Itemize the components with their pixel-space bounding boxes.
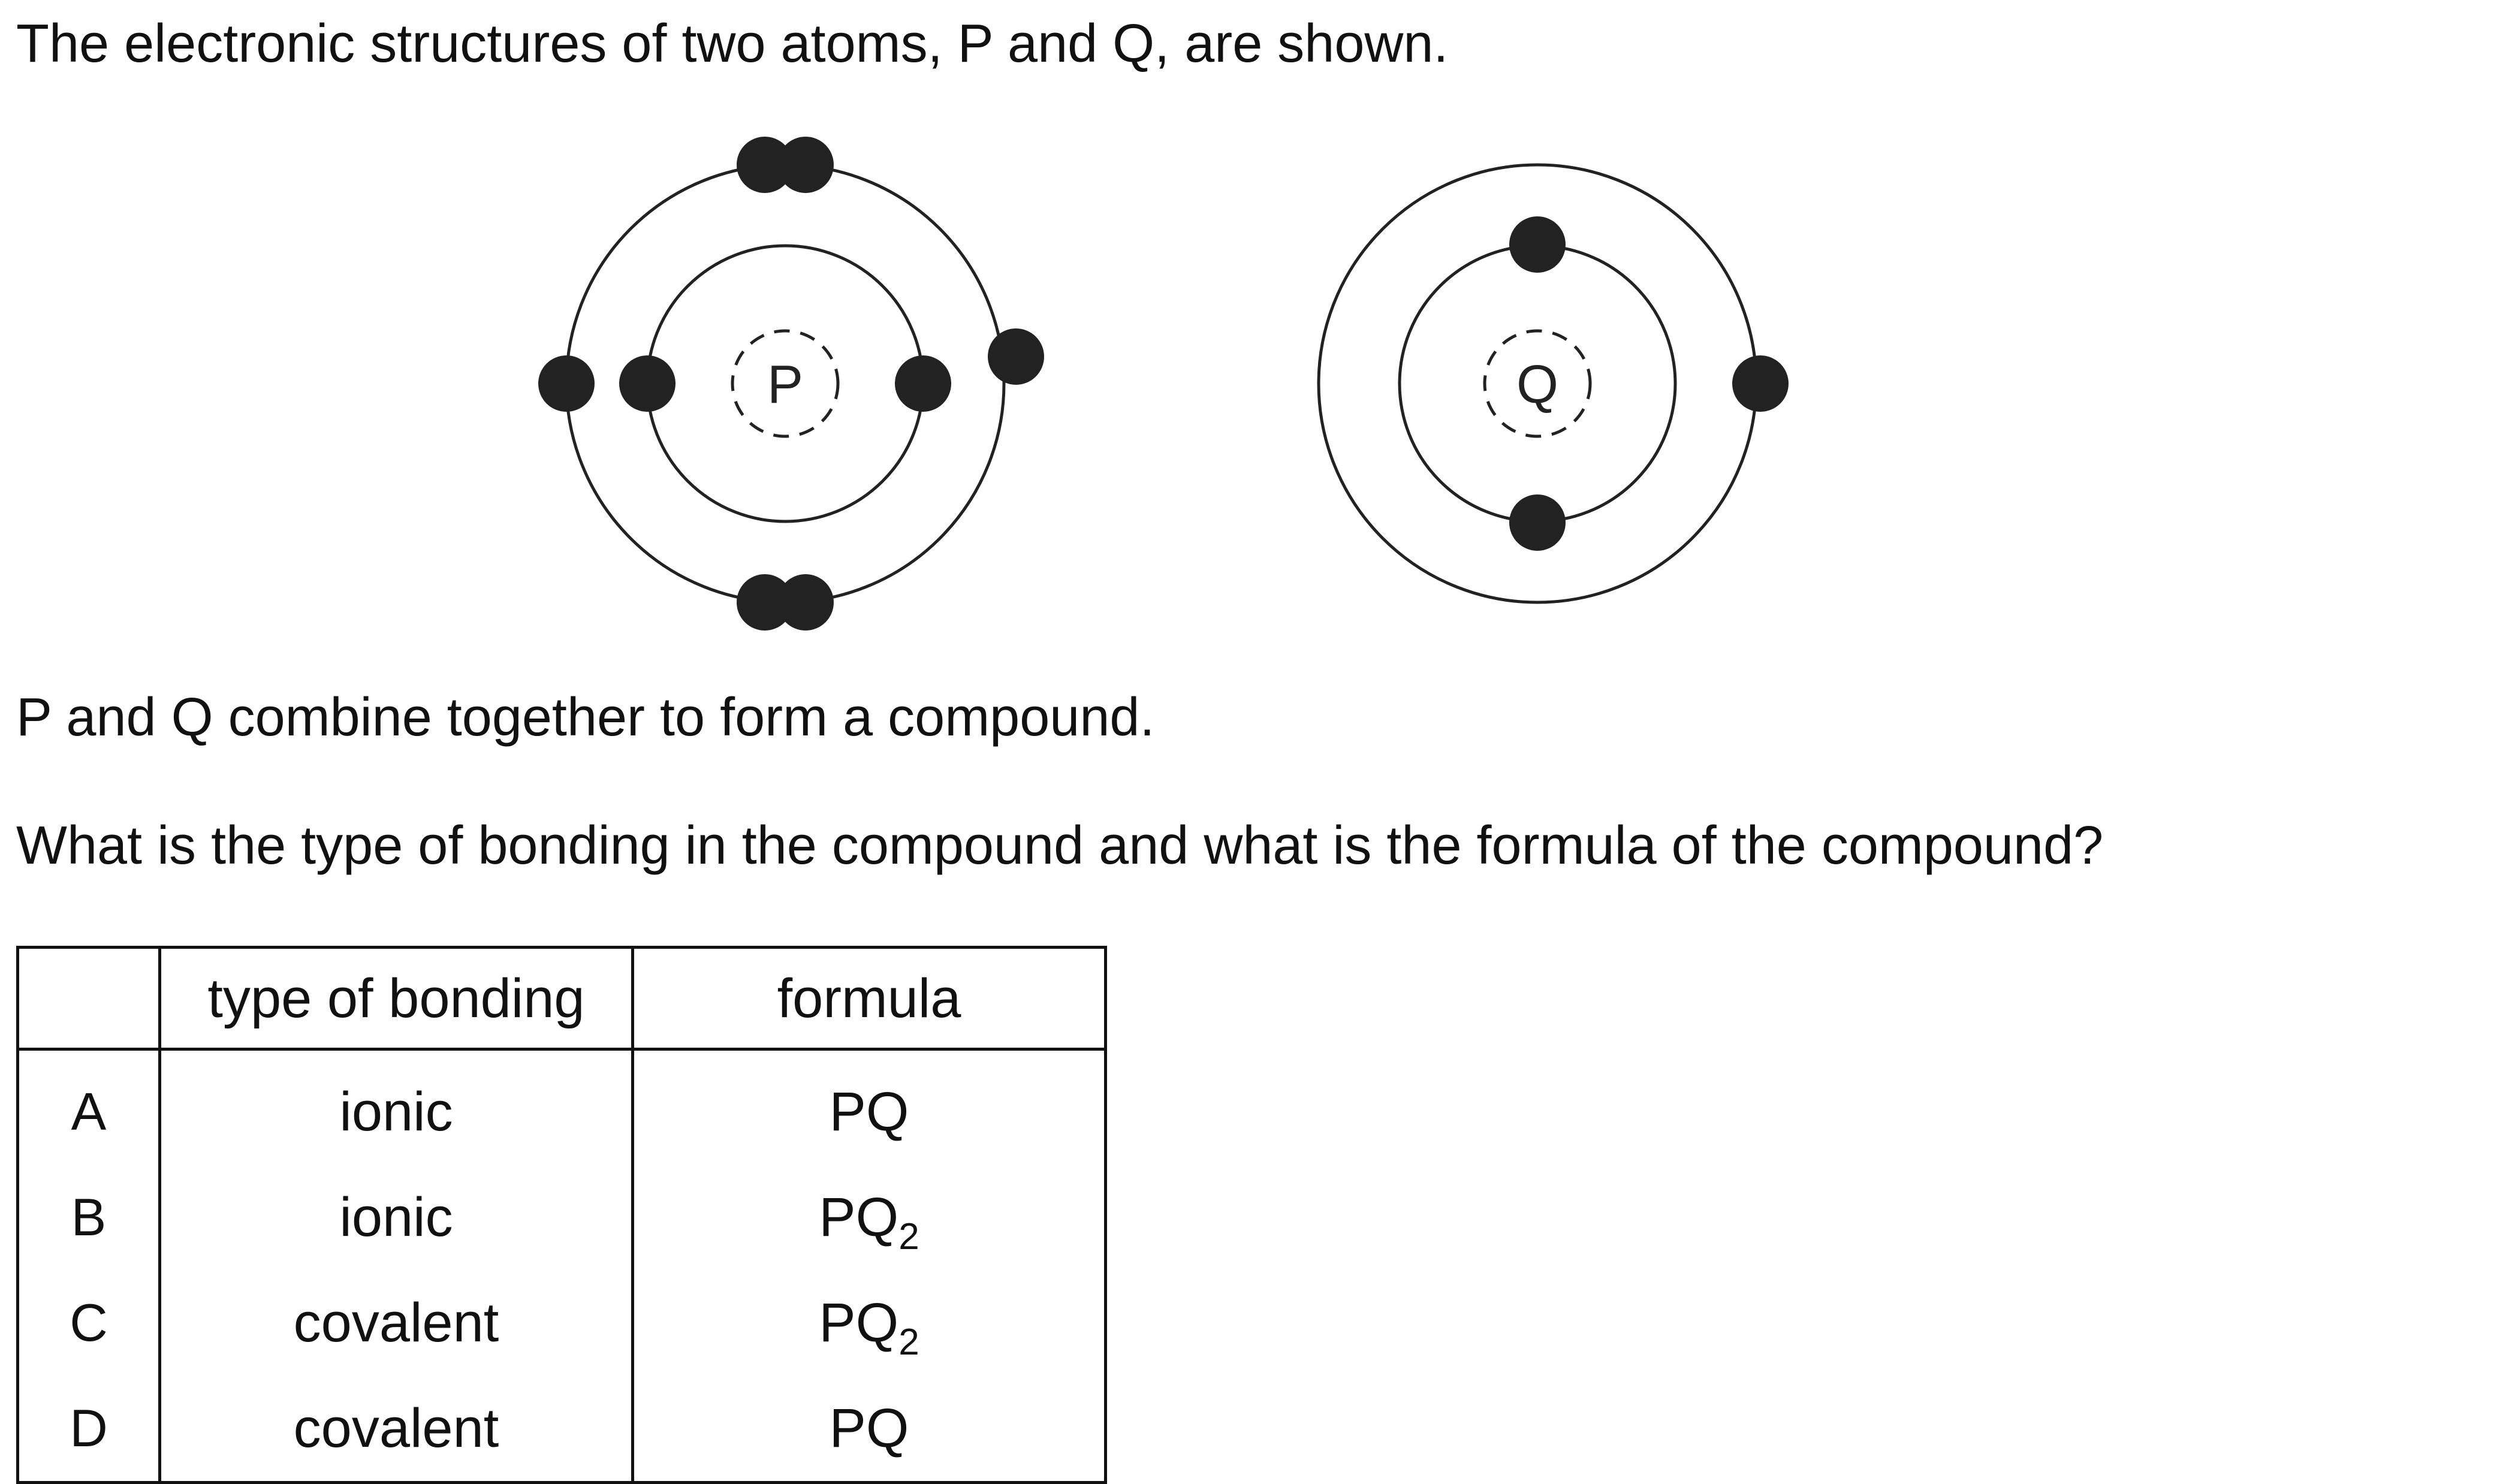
nucleus: [731, 329, 840, 438]
atom-q: Q: [1317, 163, 1789, 604]
answer-row-a[interactable]: A ionic PQ: [16, 1049, 1107, 1165]
electron-inner: [895, 355, 951, 412]
electron-outer: [1732, 355, 1789, 412]
formula-cell: PQ: [631, 1049, 1107, 1165]
formula-cell: PQ2: [631, 1270, 1107, 1376]
formula-cell: PQ: [631, 1376, 1107, 1484]
answer-table: type of bonding formula A ionic PQ B ion…: [16, 946, 1107, 1484]
compound-statement: P and Q combine together to form a compo…: [16, 687, 1155, 747]
bonding-cell: covalent: [158, 1376, 634, 1484]
header-option: [16, 946, 161, 1051]
formula-subscript: 2: [898, 1216, 919, 1257]
formula-text: PQ: [829, 1398, 909, 1459]
option-letter: C: [16, 1270, 161, 1376]
option-letter: B: [16, 1165, 161, 1270]
electron-outer: [737, 137, 793, 193]
option-letter: D: [16, 1376, 161, 1484]
formula-cell: PQ2: [631, 1165, 1107, 1270]
bonding-cell: ionic: [158, 1049, 634, 1165]
electron-outer: [777, 137, 834, 193]
bonding-cell: covalent: [158, 1270, 634, 1376]
intro-text: The electronic structures of two atoms, …: [16, 14, 1449, 74]
question-text: What is the type of bonding in the compo…: [16, 816, 2104, 876]
formula-text: PQ: [819, 1187, 899, 1248]
nucleus: [1483, 329, 1592, 438]
formula-subscript: 2: [898, 1322, 919, 1363]
nucleus-label: P: [767, 355, 803, 415]
formula-text: PQ: [829, 1081, 909, 1142]
option-letter: A: [16, 1049, 161, 1165]
electron-inner: [1509, 216, 1566, 273]
electron-outer: [737, 574, 793, 631]
answer-row-c[interactable]: C covalent PQ2: [16, 1270, 1107, 1376]
nucleus-label: Q: [1516, 355, 1558, 415]
header-formula: formula: [631, 946, 1107, 1051]
answer-row-b[interactable]: B ionic PQ2: [16, 1165, 1107, 1270]
answer-row-d[interactable]: D covalent PQ: [16, 1376, 1107, 1484]
bonding-cell: ionic: [158, 1165, 634, 1270]
formula-text: PQ: [819, 1292, 899, 1353]
electron-outer: [777, 574, 834, 631]
electron-inner: [1509, 494, 1566, 551]
electron-outer: [988, 328, 1044, 385]
electron-inner: [619, 355, 676, 412]
table-header-row: type of bonding formula: [16, 946, 1107, 1051]
electron-outer: [538, 355, 595, 412]
atom-p: P: [538, 137, 1044, 631]
header-type-of-bonding: type of bonding: [158, 946, 634, 1051]
